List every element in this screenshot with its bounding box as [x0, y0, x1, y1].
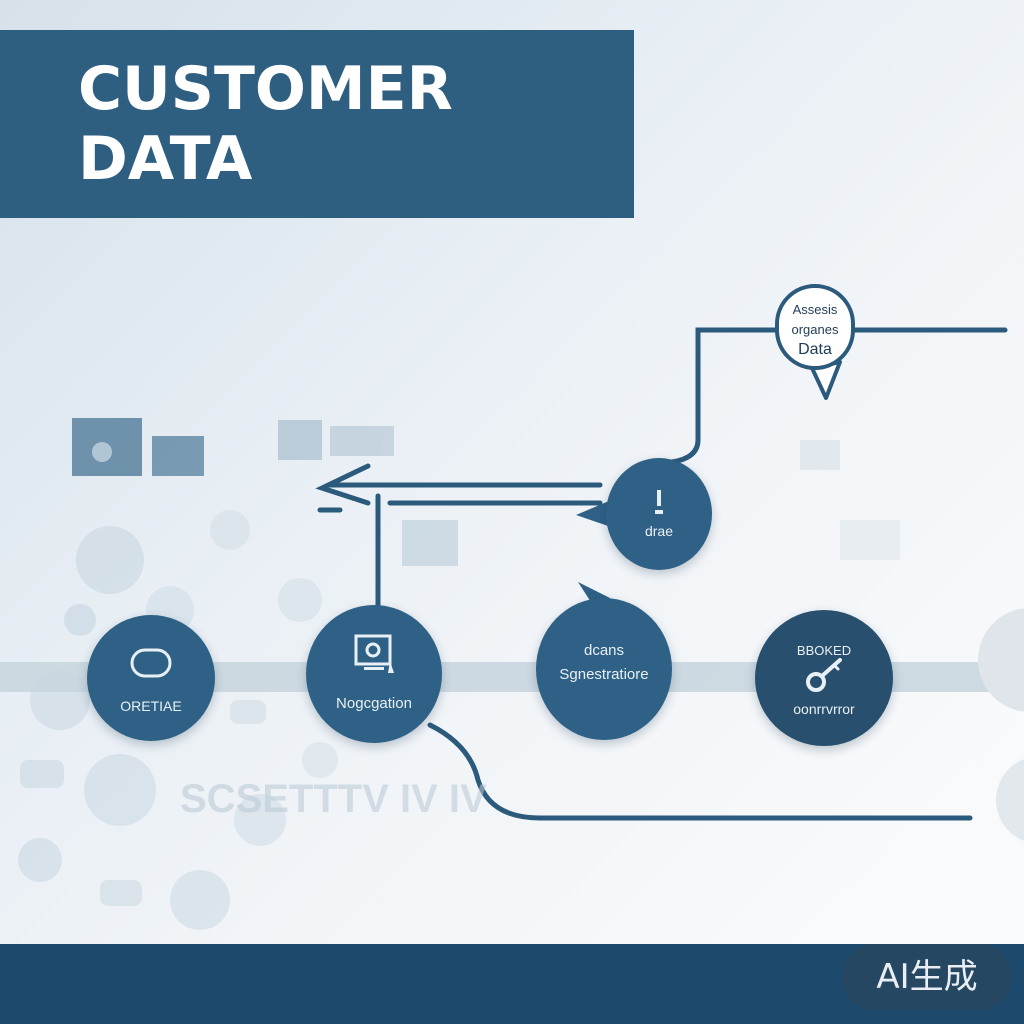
bubble-line-3: Data — [798, 341, 832, 358]
monitor-icon — [354, 634, 394, 673]
key-icon — [806, 658, 842, 692]
connector-lines — [327, 327, 1008, 821]
arrow-left-icon — [315, 463, 371, 513]
page-title: CUSTOMER DATA — [78, 54, 453, 194]
oval-icon — [130, 648, 172, 678]
node-oretiae[interactable]: ORETIAE — [87, 615, 215, 741]
faded-background-text: SCSETTTV IV IV — [180, 777, 487, 821]
connector-bottom-curve — [427, 722, 973, 821]
node-booked[interactable]: BBOKED oonrrvrror — [755, 610, 893, 746]
right-edge-circle-1 — [978, 608, 1024, 712]
node-booked-line-2: oonrrvrror — [793, 701, 855, 717]
bubble-line-2: organes — [791, 322, 839, 337]
title-banner: CUSTOMER DATA — [0, 30, 634, 218]
exclamation-icon — [655, 490, 663, 514]
node-oretiae-label: ORETIAE — [120, 698, 182, 714]
node-dcans-line-1: dcans — [583, 642, 625, 659]
node-booked-line-1: BBOKED — [796, 643, 852, 658]
node-nogcgation-label: Nogcgation — [336, 695, 412, 712]
background-marks — [72, 418, 900, 566]
node-drae[interactable]: drae — [606, 458, 712, 570]
node-dcans[interactable]: dcans Sgnestratiore — [536, 598, 672, 740]
bubble-line-1: Assesis — [792, 302, 838, 317]
right-edge-circle-2 — [996, 759, 1024, 841]
background-texture — [18, 510, 338, 930]
node-dcans-line-2: Sgnestratiore — [559, 666, 649, 683]
node-drae-label: drae — [644, 523, 674, 539]
assess-bubble: Assesis organes Data — [775, 284, 855, 370]
node-nogcgation[interactable]: Nogcgation — [306, 605, 442, 743]
ai-generated-watermark: AI生成 — [842, 944, 1012, 1010]
